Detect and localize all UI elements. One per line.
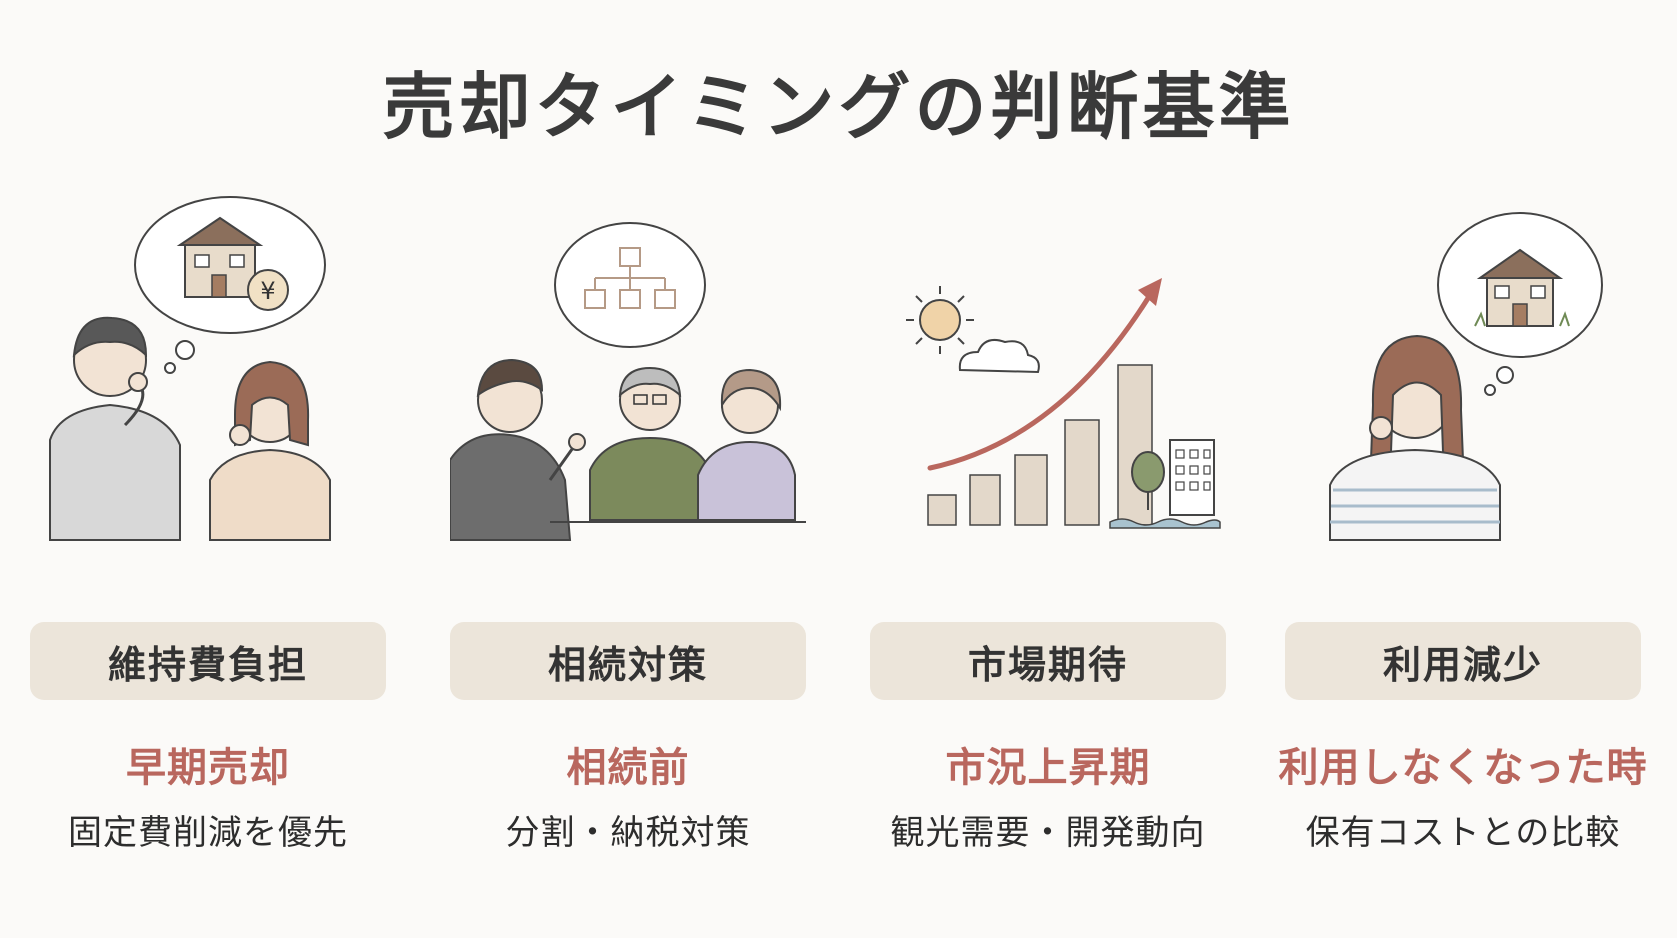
cloud-icon <box>958 339 1040 374</box>
criteria-timing: 利用しなくなった時 <box>1278 745 1648 791</box>
criteria-description: 分割・納税対策 <box>505 813 751 853</box>
water-icon <box>1109 518 1221 529</box>
org-chart-icon <box>584 247 676 309</box>
criteria-description: 固定費削減を優先 <box>68 813 348 853</box>
family-consultation-icon <box>450 190 806 590</box>
criteria-timing: 早期売却 <box>126 745 290 791</box>
page-title: 売却タイミングの判断基準 <box>382 65 1295 149</box>
criteria-description: 観光需要・開発動向 <box>890 813 1206 853</box>
tree-icon <box>1131 451 1165 510</box>
criteria-label: 相続対策 <box>450 622 806 700</box>
criteria-card-market: 市場期待 市況上昇期 観光需要・開発動向 <box>870 190 1226 890</box>
rising-arrow-icon <box>927 292 1153 471</box>
criteria-timing: 相続前 <box>566 745 690 791</box>
criteria-label: 維持費負担 <box>30 622 386 700</box>
rising-market-chart-icon <box>870 190 1226 590</box>
criteria-label: 利用減少 <box>1285 622 1641 700</box>
criteria-card-usage: 利用減少 利用しなくなった時 保有コストとの比較 <box>1279 190 1647 890</box>
sun-icon <box>906 286 974 354</box>
svg-text:¥: ¥ <box>260 277 275 305</box>
woman-thinking-house-icon <box>1285 190 1641 590</box>
criteria-card-inheritance: 相続対策 相続前 分割・納税対策 <box>450 190 806 890</box>
building-icon <box>1169 439 1215 516</box>
criteria-timing: 市況上昇期 <box>945 745 1151 791</box>
criteria-description: 保有コストとの比較 <box>1305 813 1621 853</box>
criteria-label: 市場期待 <box>870 622 1226 700</box>
chart-bars <box>927 364 1153 526</box>
couple-thinking-house-yen-icon: ¥ <box>30 190 386 590</box>
criteria-card-maintenance: ¥ 維持費負担 早期売却 固定費削減を優先 <box>30 190 386 890</box>
